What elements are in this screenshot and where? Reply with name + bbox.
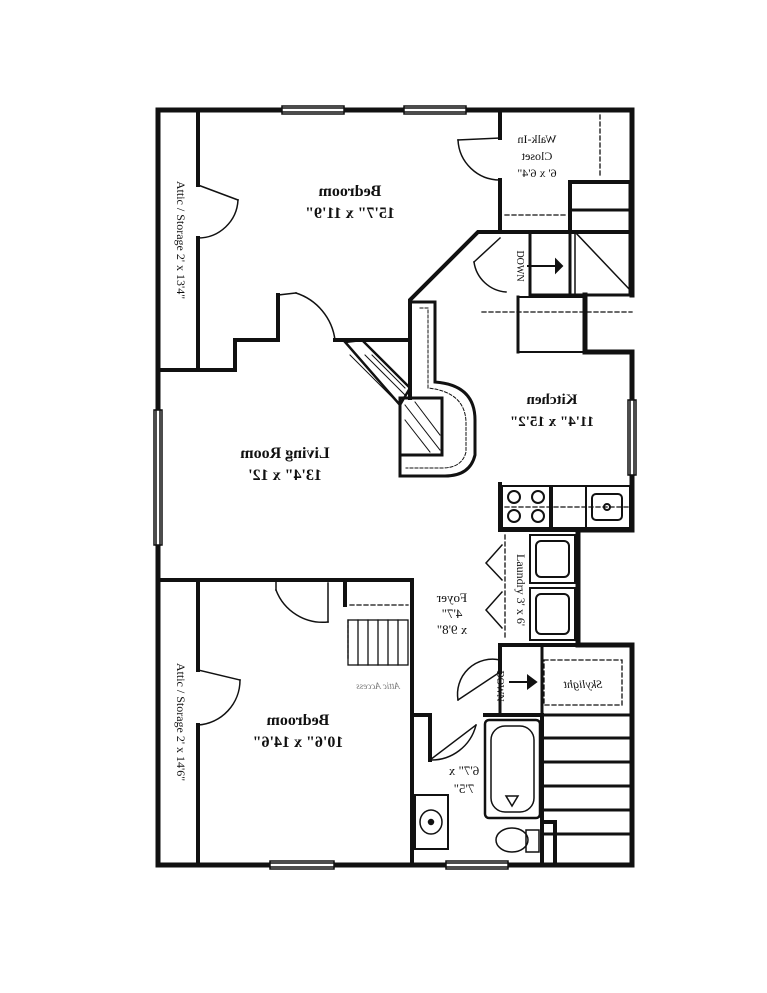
living-room-size: 13'4" x 12' — [248, 467, 322, 484]
room-labels: Bedroom 15'7" x 11'9" Walk-In Closet 6' … — [174, 132, 602, 796]
attic-bottom-label: Attic / Storage 2' x 14'6" — [174, 663, 188, 781]
stairs-bottom — [498, 643, 634, 836]
foyer-dim-1: 4'7" — [442, 606, 463, 621]
bedroom-bottom-name: Bedroom — [266, 712, 329, 729]
attic-access-label: Attic Access — [356, 681, 401, 691]
foyer-name: Foyer — [436, 590, 467, 605]
fireplace — [342, 300, 477, 478]
laundry-appliances — [504, 534, 576, 641]
kitchen-fixtures — [501, 485, 631, 529]
closet-size: 6' x 6'4" — [517, 166, 556, 180]
kitchen-size: 11'4" x 15'2" — [510, 414, 594, 430]
attic-access-stair — [347, 619, 409, 666]
laundry-label: Laundry 3' x 6' — [514, 554, 528, 626]
kitchen-name: Kitchen — [526, 392, 577, 408]
shelving — [349, 114, 633, 606]
bedroom-top-name: Bedroom — [318, 183, 381, 200]
bath-dim-2: 7'5" — [454, 781, 475, 796]
stair-top-down-label: DOWN — [514, 250, 525, 281]
living-room-name: Living Room — [240, 445, 330, 462]
stair-bottom-arrow — [509, 674, 538, 690]
foyer-dim-2: x 9'8" — [437, 622, 467, 637]
windows — [153, 105, 637, 870]
attic-top-label: Attic / Storage 2' x 13'4" — [174, 181, 188, 299]
stair-bottom-down-label: DOWN — [494, 670, 505, 701]
interior-walls — [156, 110, 634, 864]
bedroom-top-size: 15'7" x 11'9" — [305, 205, 395, 222]
doors — [197, 137, 507, 762]
stairs-top — [516, 180, 632, 354]
closet-label-1: Walk-In — [517, 132, 556, 146]
closet-label-2: Closet — [521, 149, 552, 163]
bedroom-bottom-size: 10'6" x 14'6" — [253, 734, 344, 751]
stair-top-arrow — [527, 257, 564, 275]
skylight-label: Skylight — [563, 677, 602, 691]
bath-fixtures — [414, 718, 542, 853]
bath-dim-1: 6'7" x — [448, 763, 479, 778]
